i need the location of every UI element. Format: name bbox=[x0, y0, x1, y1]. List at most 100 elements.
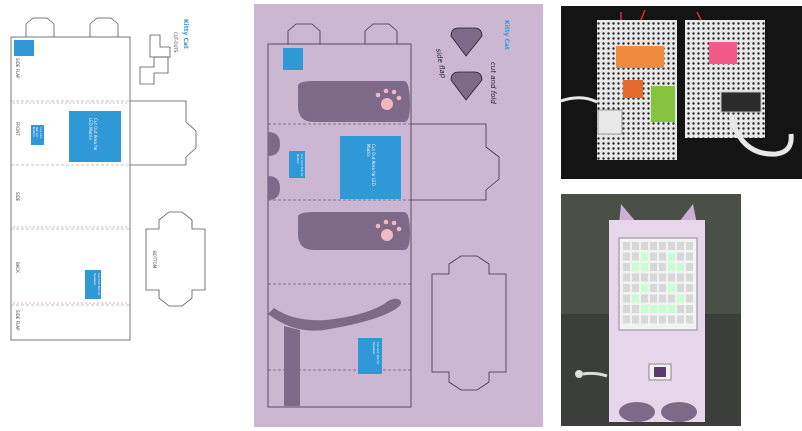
bottom-label: BOTTOM bbox=[152, 251, 157, 269]
cutout-piece-1 bbox=[149, 34, 171, 58]
led-pixel bbox=[623, 242, 630, 250]
purple-speaker-cutout bbox=[358, 338, 382, 374]
led-pixel bbox=[659, 263, 666, 271]
purple-template-art bbox=[267, 23, 507, 408]
led-pixel bbox=[677, 315, 684, 324]
led-pixel bbox=[623, 294, 630, 303]
panel1-title: Kitty Cat bbox=[182, 19, 189, 49]
led-pixel bbox=[677, 305, 684, 313]
led-pixel bbox=[659, 242, 666, 250]
ear-sketch-top bbox=[450, 27, 483, 57]
led-pixel bbox=[659, 284, 666, 292]
finished-cat-photo bbox=[561, 194, 741, 426]
speaker-cutout-box bbox=[85, 270, 101, 299]
photo-paw-right bbox=[661, 402, 697, 422]
led-pixel bbox=[668, 315, 675, 324]
cat-tail-base bbox=[284, 326, 300, 406]
purple-ear-right bbox=[364, 23, 398, 44]
led-pixel bbox=[641, 284, 648, 292]
side-label-3: SIDE bbox=[15, 192, 20, 202]
led-pixel bbox=[677, 284, 684, 292]
orange-bit-module bbox=[616, 46, 664, 68]
photo-paw-left bbox=[619, 402, 655, 422]
button-cutout-box bbox=[31, 125, 44, 145]
led-pixel bbox=[650, 273, 657, 282]
led-pixel bbox=[686, 315, 693, 324]
led-pixel bbox=[650, 242, 657, 250]
led-pixel bbox=[686, 242, 693, 250]
handwriting-right: cut and fold bbox=[489, 62, 497, 104]
led-pixel bbox=[632, 305, 639, 313]
button-box-label: Cut Out Tab for Button bbox=[32, 127, 43, 139]
side-label-2: FRONT bbox=[15, 122, 20, 136]
ear-sketch-bottom bbox=[450, 71, 483, 101]
cutout-piece-2 bbox=[139, 56, 169, 85]
led-pixel bbox=[623, 284, 630, 292]
led-pixel bbox=[623, 305, 630, 313]
strip-outline bbox=[10, 36, 131, 341]
led-pixel bbox=[632, 273, 639, 282]
blank-template-panel: Kitty Cat CUT-OUTS SIDE FLAP FRONT SIDE … bbox=[0, 0, 235, 431]
led-pixel bbox=[668, 294, 675, 303]
led-pixel bbox=[659, 305, 666, 313]
ear-right-outline bbox=[89, 17, 119, 37]
purple-button-box-label: Cut Out Tab for Button bbox=[296, 154, 304, 177]
cat-tail bbox=[268, 298, 402, 331]
led-pixel bbox=[650, 284, 657, 292]
purple-side-flap bbox=[411, 123, 500, 201]
led-pixel bbox=[650, 252, 657, 261]
purple-speaker-box-label: Cut Out Tab for Speaker bbox=[372, 342, 380, 365]
led-pixel bbox=[686, 305, 693, 313]
blue-tab-top bbox=[14, 40, 34, 56]
led-pixel bbox=[677, 273, 684, 282]
led-pixel bbox=[686, 294, 693, 303]
panel2-title: Kitty Cat bbox=[503, 20, 510, 50]
led-pixel bbox=[623, 263, 630, 271]
led-pixel bbox=[668, 263, 675, 271]
green-bit-module bbox=[651, 86, 675, 122]
led-pixel bbox=[650, 263, 657, 271]
side-label-5: SIDE FLAP bbox=[15, 310, 20, 331]
led-pixel bbox=[677, 242, 684, 250]
white-speaker-module bbox=[597, 109, 623, 135]
led-pixel bbox=[641, 252, 648, 261]
led-pixel bbox=[632, 263, 639, 271]
purple-blue-tab-top bbox=[283, 48, 303, 70]
battery bbox=[720, 91, 762, 113]
led-pixel bbox=[623, 252, 630, 261]
white-cable bbox=[728, 115, 794, 157]
cat-side-paw-1 bbox=[268, 132, 280, 156]
purple-strip-outline bbox=[267, 43, 412, 408]
purple-ear-left bbox=[287, 23, 321, 44]
led-pixel bbox=[632, 284, 639, 292]
led-pixel bbox=[659, 273, 666, 282]
purple-bottom-piece bbox=[431, 255, 507, 391]
led-pixel bbox=[632, 294, 639, 303]
ear-left-outline bbox=[25, 17, 55, 37]
led-pixel bbox=[650, 315, 657, 324]
led-pixel bbox=[641, 242, 648, 250]
side-flap-outline bbox=[130, 100, 197, 166]
led-pixel bbox=[677, 252, 684, 261]
led-pixel bbox=[641, 273, 648, 282]
led-pixel bbox=[677, 263, 684, 271]
purple-led-box-label: Cut Out Area for LED Matrix bbox=[366, 144, 376, 186]
led-pixel bbox=[686, 284, 693, 292]
finished-cat-photo-art bbox=[561, 194, 741, 426]
led-pixel bbox=[641, 305, 648, 313]
led-pixel bbox=[659, 294, 666, 303]
led-matrix bbox=[618, 237, 698, 331]
led-pixel bbox=[668, 284, 675, 292]
electronics-photo-art bbox=[561, 6, 802, 179]
photo-ear-left bbox=[619, 204, 636, 224]
led-pixel bbox=[686, 252, 693, 261]
purple-led-matrix-cutout bbox=[340, 136, 401, 199]
led-pixel bbox=[632, 315, 639, 324]
led-pixel bbox=[623, 315, 630, 324]
led-pixel bbox=[668, 273, 675, 282]
cat-paw-top bbox=[298, 81, 410, 122]
led-pixel bbox=[641, 315, 648, 324]
orange-bit-small bbox=[623, 80, 643, 98]
photo-ear-right bbox=[679, 204, 697, 224]
led-pixel bbox=[650, 294, 657, 303]
